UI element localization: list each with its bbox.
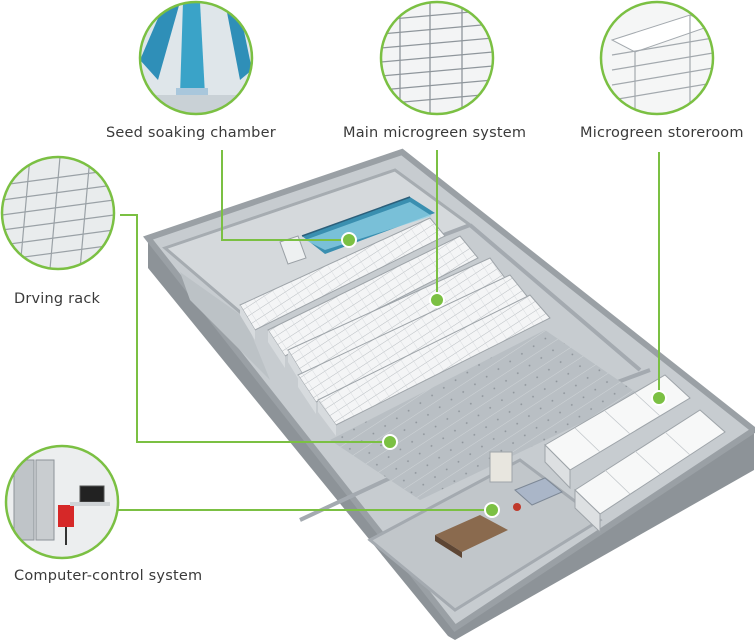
marker-storeroom xyxy=(651,390,667,406)
seed-soaking-tanks-thumbnail xyxy=(138,0,254,116)
rack-row xyxy=(267,235,479,368)
rack-row xyxy=(239,217,446,340)
label-drying-rack: Drving rack xyxy=(14,291,101,307)
label-main-microgreen-system: Main microgreen system xyxy=(343,125,527,141)
main-microgreen-racks xyxy=(239,217,551,436)
marker-seed-soaking xyxy=(341,232,357,248)
connector-seed-soaking xyxy=(221,150,349,241)
rack-row xyxy=(317,294,551,436)
multi-tier-rack-thumbnail xyxy=(379,0,495,116)
connector-drying-rack xyxy=(120,214,390,443)
marker-computer-control xyxy=(484,502,500,518)
label-microgreen-storeroom: Microgreen storeroom xyxy=(580,125,744,141)
control-cabinet-thumbnail xyxy=(4,444,120,560)
label-seed-soaking-chamber: Seed soaking chamber xyxy=(106,125,276,141)
marker-drying-rack xyxy=(382,434,398,450)
marker-main-system xyxy=(429,292,445,308)
office-furniture xyxy=(435,451,563,558)
drying-rack-thumbnail xyxy=(0,155,116,271)
storage-shelf-thumbnail xyxy=(599,0,715,116)
label-computer-control-system: Computer-control system xyxy=(14,568,203,584)
